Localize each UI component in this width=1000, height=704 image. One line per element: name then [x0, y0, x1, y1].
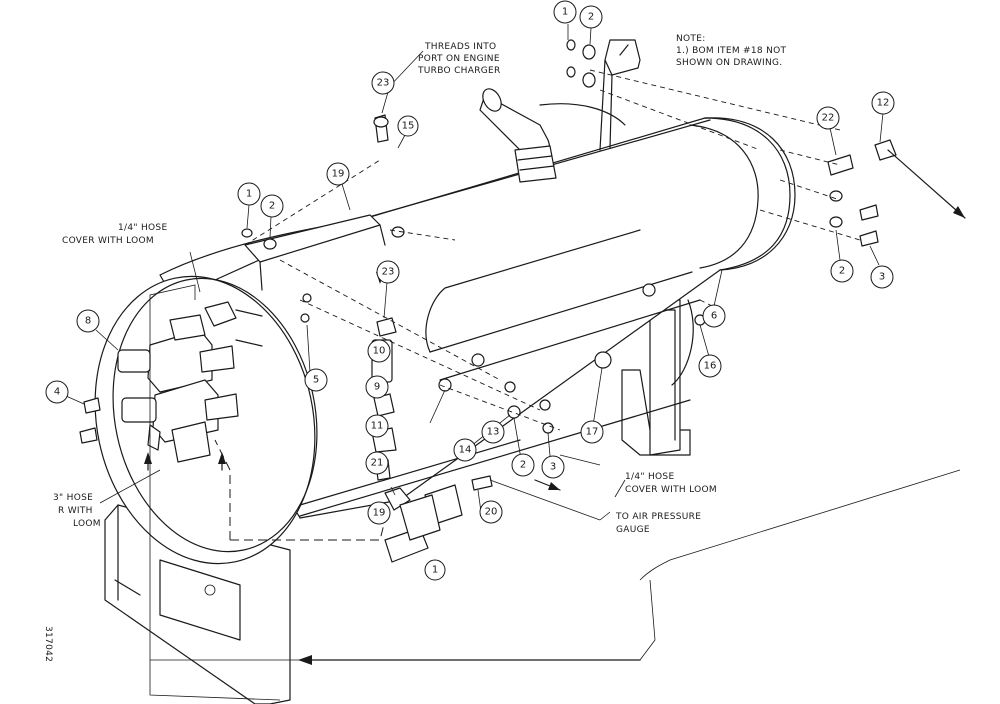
callout-9: 9 — [365, 375, 389, 399]
hardware — [241, 11, 897, 434]
callout-label: 19 — [332, 169, 345, 180]
callout-label: 22 — [822, 113, 835, 124]
callout-17: 17 — [580, 420, 604, 444]
callout-16: 16 — [698, 354, 722, 378]
callout-3-right: 3 — [870, 265, 894, 289]
callout-label: 23 — [382, 267, 395, 278]
callout-label: 21 — [371, 458, 384, 469]
note-line: COVER WITH LOOM — [625, 485, 717, 495]
callout-label: 2 — [520, 460, 526, 471]
callout-label: 14 — [459, 445, 472, 456]
callout-label: 1 — [562, 7, 568, 18]
callout-3-lower: 3 — [541, 455, 565, 479]
valve-assembly — [79, 301, 263, 463]
callout-8: 8 — [76, 309, 100, 333]
note-line: GAUGE — [616, 525, 650, 535]
note-line: 1.) BOM ITEM #18 NOT — [676, 46, 787, 56]
callout-15: 15 — [397, 115, 419, 137]
general-note: NOTE: 1.) BOM ITEM #18 NOT SHOWN ON DRAW… — [676, 34, 787, 68]
callout-1-top: 1 — [553, 0, 577, 24]
hose-cover-top-note: 1/4" HOSE COVER WITH LOOM — [62, 223, 167, 246]
callout-1-left: 1 — [237, 182, 261, 206]
callout-1-bottom: 1 — [424, 559, 446, 581]
rear-mounting-foot — [621, 299, 691, 456]
callout-label: 4 — [54, 387, 60, 398]
threads-note: THREADS INTO PORT ON ENGINE TURBO CHARGE… — [417, 42, 501, 76]
callout-2-left: 2 — [260, 194, 284, 218]
top-bracket — [599, 39, 641, 151]
callout-label: 6 — [711, 311, 717, 322]
top-inlet-pipe — [479, 88, 626, 183]
callout-label: 1 — [432, 565, 438, 576]
hose-cover-right-note: 1/4" HOSE COVER WITH LOOM — [625, 472, 717, 495]
note-line: R WITH — [58, 506, 93, 516]
note-line: 1/4" HOSE — [625, 472, 674, 482]
callout-2-top: 2 — [579, 5, 603, 29]
callout-label: 10 — [373, 346, 386, 357]
callout-4: 4 — [45, 380, 69, 404]
callout-label: 2 — [588, 12, 594, 23]
callout-10: 10 — [367, 339, 391, 363]
callout-leaders — [65, 24, 884, 513]
callout-label: 17 — [586, 427, 599, 438]
callout-label: 8 — [85, 316, 91, 327]
drawing-number: 317042 — [43, 626, 53, 662]
callout-2-lower: 2 — [511, 453, 535, 477]
note-line: 3" HOSE — [53, 493, 93, 503]
callout-13: 13 — [481, 420, 505, 444]
callout-19-lower: 19 — [367, 501, 391, 525]
dashed-leader-lines — [244, 69, 861, 431]
callout-label: 3 — [550, 462, 556, 473]
note-title: NOTE: — [676, 34, 706, 44]
note-line: THREADS INTO — [424, 42, 496, 52]
callout-19-top: 19 — [326, 162, 350, 186]
callout-12: 12 — [871, 91, 895, 115]
callout-label: 3 — [879, 272, 885, 283]
callout-label: 2 — [269, 201, 275, 212]
callout-21: 21 — [365, 451, 389, 475]
callout-2-right: 2 — [830, 259, 854, 283]
callout-label: 12 — [877, 98, 890, 109]
note-line: SHOWN ON DRAWING. — [676, 58, 782, 68]
drawing-number-text: 317042 — [43, 626, 53, 662]
note-line: 1/4" HOSE — [118, 223, 167, 233]
callout-label: 2 — [839, 266, 845, 277]
hose-lines — [149, 284, 961, 701]
top-sheet-bracket — [244, 214, 386, 291]
callout-label: 9 — [374, 382, 380, 393]
callout-label: 16 — [704, 361, 717, 372]
callout-20: 20 — [479, 500, 503, 524]
callout-22: 22 — [816, 106, 840, 130]
hose-left-note: 3" HOSE R WITH LOOM — [53, 493, 101, 529]
callout-label: 20 — [485, 507, 498, 518]
callout-label: 23 — [377, 78, 390, 89]
callout-23-mid: 23 — [376, 260, 400, 284]
callout-label: 13 — [487, 427, 500, 438]
callout-label: 15 — [402, 121, 415, 132]
note-line: PORT ON ENGINE — [418, 54, 500, 64]
callout-label: 11 — [371, 421, 384, 432]
note-line: LOOM — [73, 519, 101, 529]
callout-11: 11 — [365, 414, 389, 438]
note-line: TO AIR PRESSURE — [615, 512, 701, 522]
callout-label: 5 — [313, 375, 319, 386]
callout-5: 5 — [304, 368, 328, 392]
note-line: COVER WITH LOOM — [62, 236, 154, 246]
callout-label: 1 — [246, 189, 252, 200]
note-line: TURBO CHARGER — [417, 66, 501, 76]
air-pressure-note: TO AIR PRESSURE GAUGE — [615, 512, 701, 535]
callout-6: 6 — [702, 304, 726, 328]
callout-14: 14 — [453, 438, 477, 462]
callout-label: 19 — [373, 508, 386, 519]
callout-23-top: 23 — [371, 71, 395, 95]
